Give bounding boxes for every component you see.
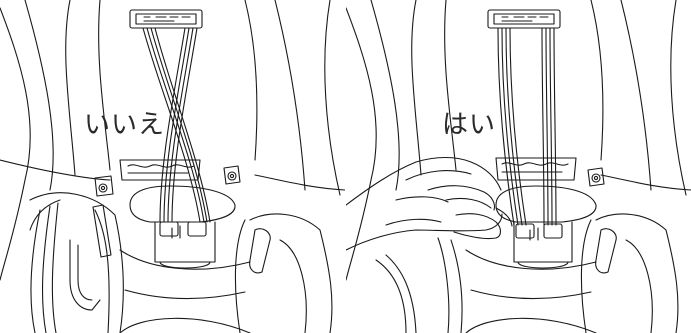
screws (95, 166, 240, 196)
no-caption: いいえ (84, 104, 165, 141)
incorrect-routing-illustration (0, 0, 345, 333)
mounting-bracket (130, 186, 235, 268)
parallel-wires (498, 28, 556, 225)
incorrect-routing-panel: いいえ (0, 0, 345, 333)
seat-shell (376, 214, 678, 333)
hand-illustration (346, 158, 512, 251)
seat-shell (30, 193, 332, 333)
correct-routing-illustration (346, 0, 691, 333)
screws (588, 168, 604, 186)
mounting-bracket (496, 186, 596, 268)
correct-routing-panel: はい (346, 0, 691, 333)
yes-caption: はい (442, 104, 496, 141)
top-connector (488, 10, 560, 28)
label-plate (496, 158, 576, 180)
top-connector (130, 10, 202, 28)
